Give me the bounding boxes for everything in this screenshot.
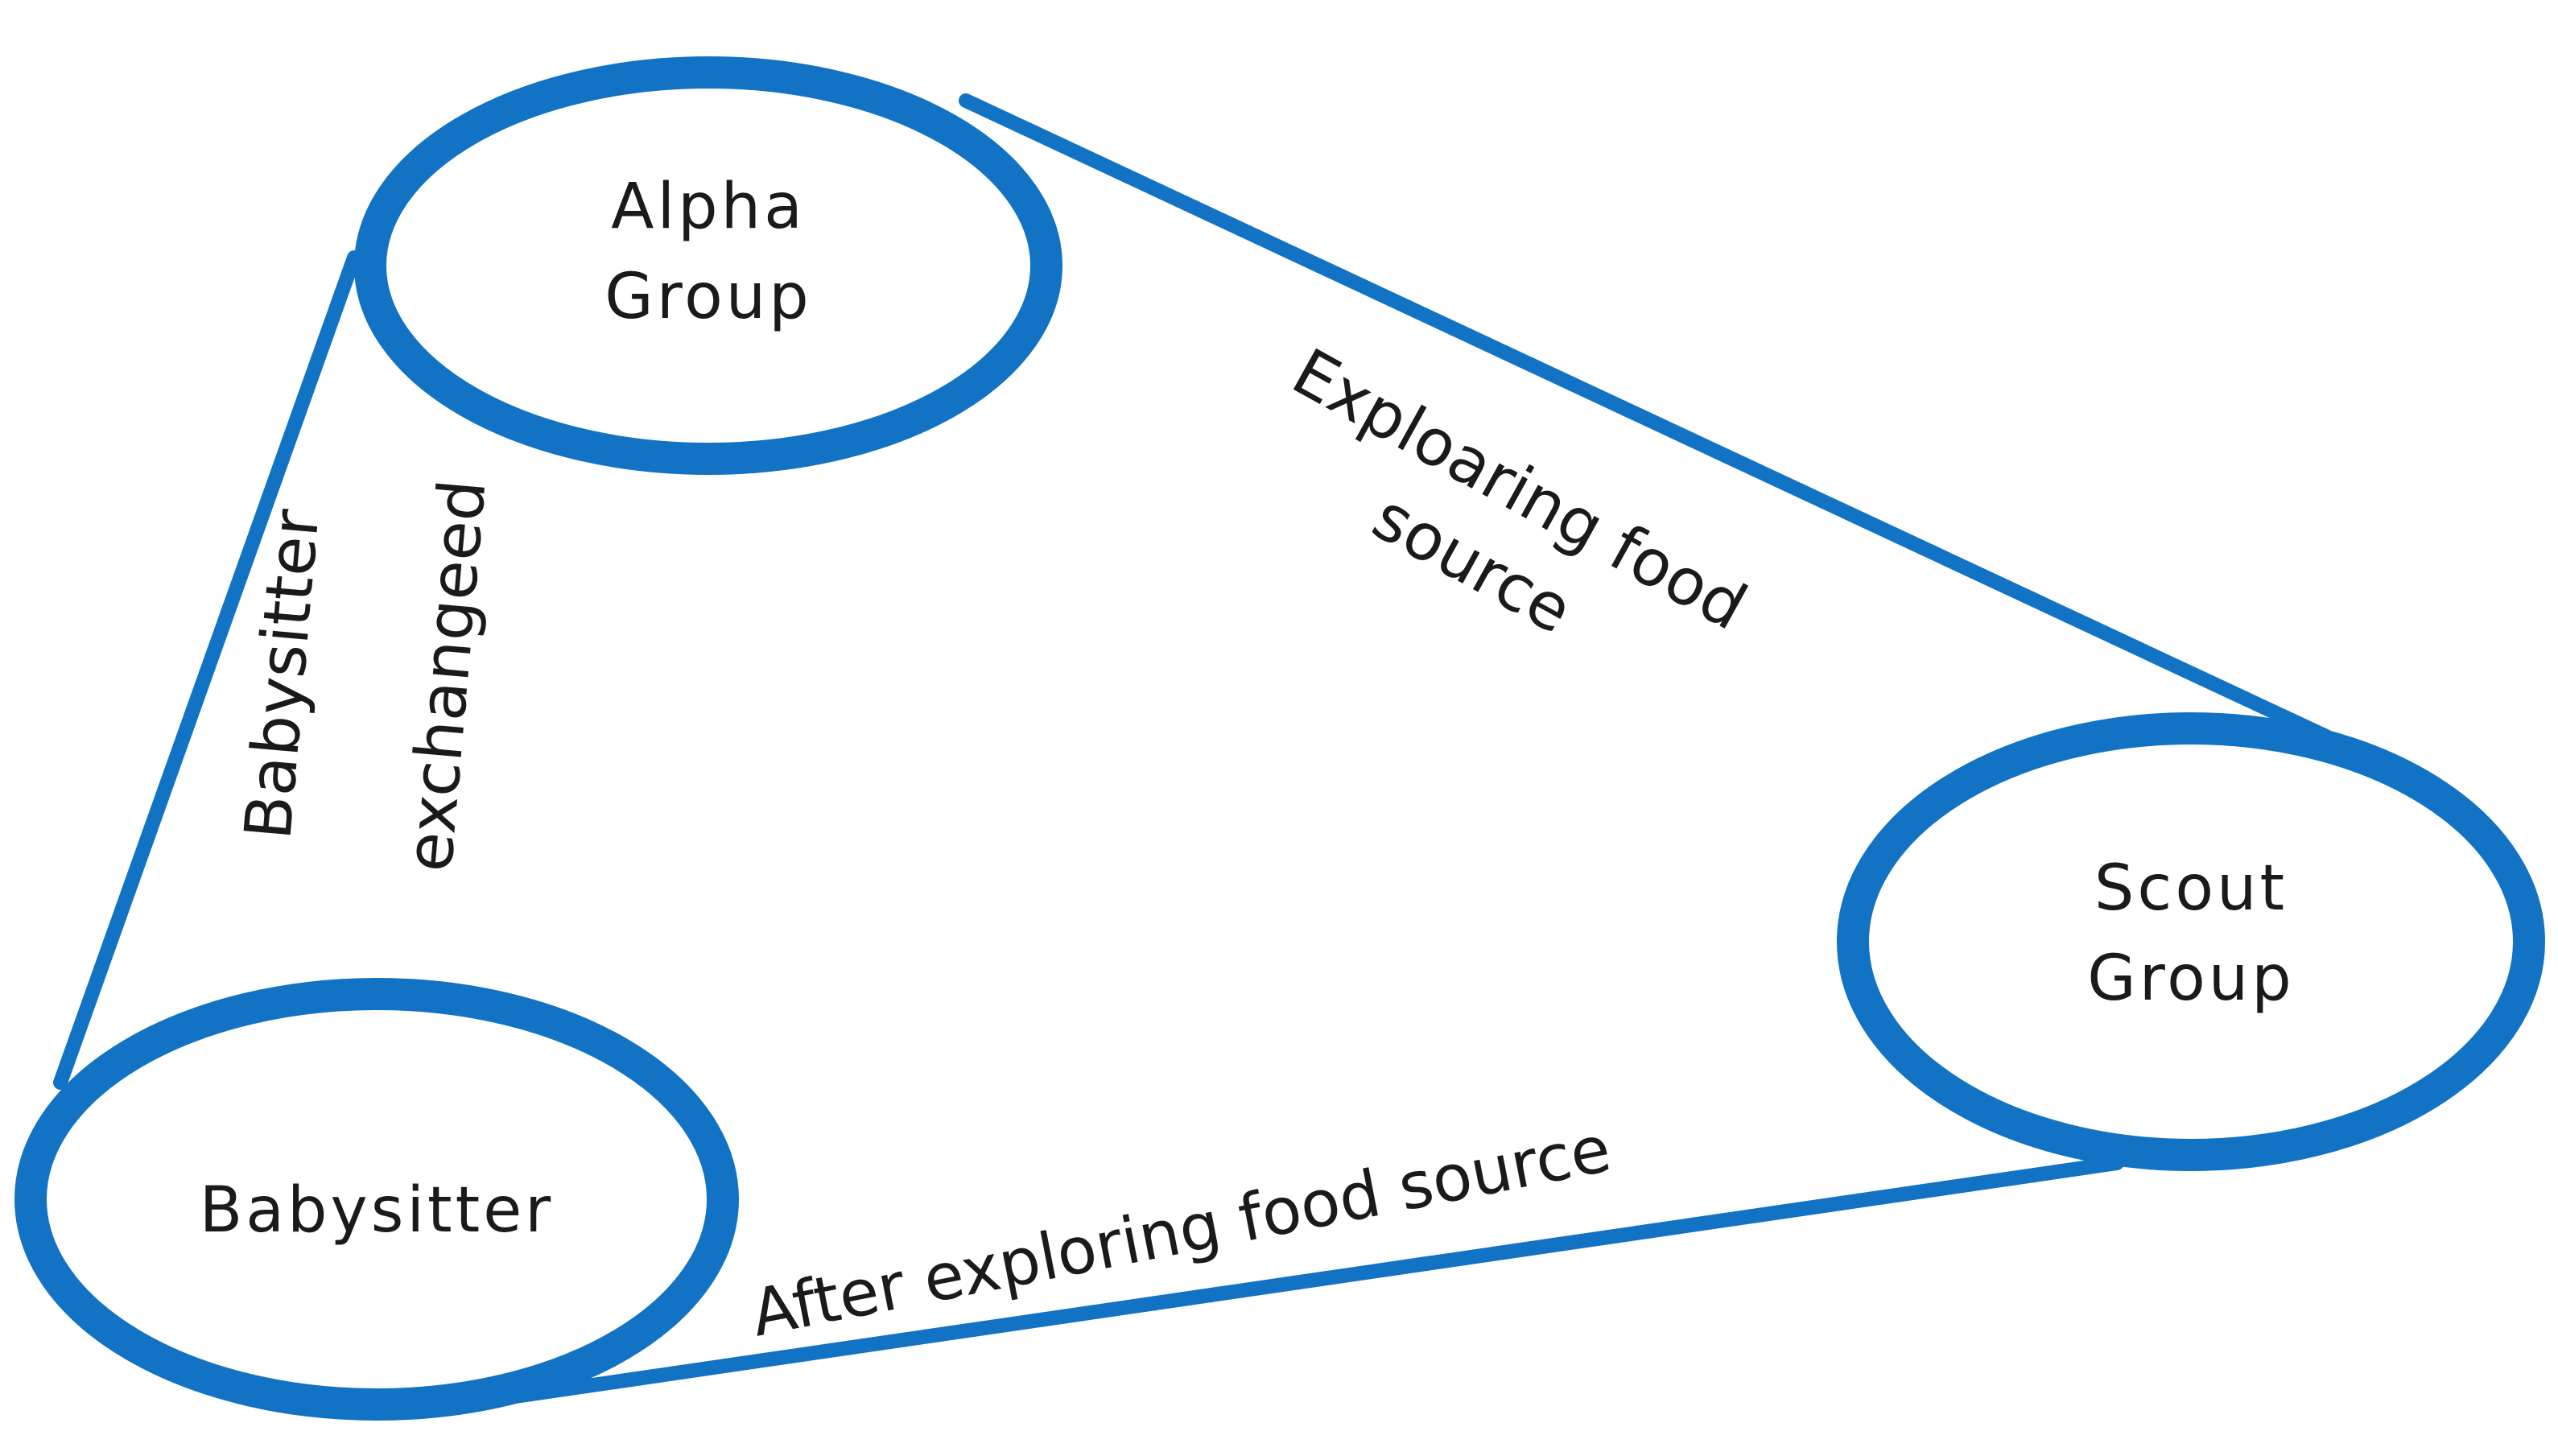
scout-group-label-line2: Group <box>2087 942 2294 1015</box>
alpha-group-label-line1: Alpha <box>611 171 806 243</box>
edge-label-babysitter-to-alpha-line2: exchangeed <box>391 476 500 874</box>
scout-group-label-line1: Scout <box>2094 852 2288 925</box>
edge-label-scout-to-babysitter: After exploring food source <box>745 1111 1616 1351</box>
edge-alpha-to-scout <box>959 93 2333 744</box>
scout-group-circle <box>1837 712 2545 1171</box>
edge-scout-to-babysitter <box>508 1156 2124 1404</box>
babysitter-circle <box>14 978 739 1421</box>
node-scout-group: Scout Group <box>1837 712 2545 1171</box>
alpha-group-label-line2: Group <box>604 261 811 333</box>
alpha-group-circle <box>354 56 1062 475</box>
edge-babysitter-to-alpha <box>53 250 361 1090</box>
node-babysitter: Babysitter <box>14 978 739 1421</box>
babysitter-label: Babysitter <box>200 1174 555 1247</box>
edges <box>53 93 2333 1404</box>
node-alpha-group: Alpha Group <box>354 56 1062 475</box>
